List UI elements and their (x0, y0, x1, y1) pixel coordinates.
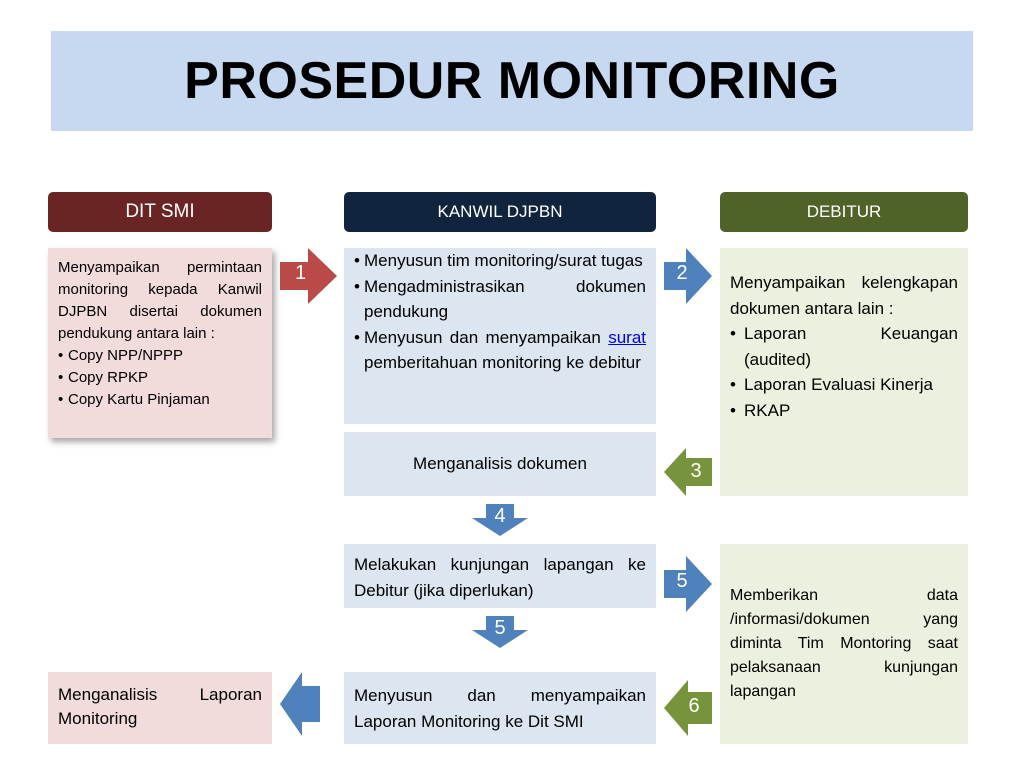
step-number: 5 (676, 570, 688, 592)
list-item: RKAP (730, 398, 958, 424)
step-number: 3 (690, 460, 702, 482)
page-title: PROSEDUR MONITORING (184, 52, 840, 110)
list-item: Menyusun tim monitoring/surat tugas (354, 248, 646, 274)
task-text: pemberitahuan monitoring ke debitur (364, 353, 641, 372)
step-2-arrow-icon: 2 (664, 248, 712, 304)
title-bar: PROSEDUR MONITORING (51, 31, 973, 131)
list-item: Copy RPKP (58, 367, 262, 389)
report-left-arrow-icon (280, 672, 320, 736)
surat-link[interactable]: surat (608, 327, 646, 347)
step-4-arrow-icon: 4 (472, 504, 528, 536)
list-item: Laporan Keuangan (audited) (730, 321, 958, 372)
step-1-arrow-icon: 1 (280, 248, 337, 304)
step-5-arrow-icon: 5 (664, 556, 712, 612)
list-item: Menyusun dan menyampaikan surat pemberit… (354, 325, 646, 376)
task-text: Menyusun dan menyampaikan (364, 327, 601, 347)
kanwil-analyze-text: Menganalisis dokumen (413, 454, 587, 473)
dit-smi-analyze-report-box: Menganalisis Laporan Monitoring (48, 672, 272, 744)
debitur-document-list: Laporan Keuangan (audited) Laporan Evalu… (730, 321, 958, 423)
list-item: Laporan Evaluasi Kinerja (730, 372, 958, 398)
list-item: Copy Kartu Pinjaman (58, 389, 262, 411)
kanwil-task-list: Menyusun tim monitoring/surat tugas Meng… (354, 248, 646, 376)
list-item: Copy NPP/NPPP (58, 345, 262, 367)
step-6-arrow-icon: 6 (664, 680, 712, 736)
kanwil-report-box: Menyusun dan menyampaikan Laporan Monito… (344, 672, 656, 744)
dit-smi-document-list: Copy NPP/NPPP Copy RPKP Copy Kartu Pinja… (58, 345, 262, 411)
header-dit-smi: DIT SMI (48, 192, 272, 232)
debitur-documents-intro: Menyampaikan kelengkapan dokumen antara … (730, 273, 958, 318)
dit-smi-request-box: Menyampaikan permintaan monitoring kepad… (48, 248, 272, 438)
step-number: 2 (676, 262, 688, 284)
kanwil-analyze-box: Menganalisis dokumen (344, 432, 656, 496)
step-number: 6 (688, 695, 700, 717)
list-item: Mengadministrasikan dokumen pendukung (354, 274, 646, 325)
header-debitur: DEBITUR (720, 192, 968, 232)
step-3-arrow-icon: 3 (664, 448, 712, 496)
step-number: 1 (294, 262, 307, 284)
step-number: 5 (494, 617, 506, 639)
header-kanwil: KANWIL DJPBN (344, 192, 656, 232)
kanwil-visit-box: Melakukan kunjungan lapangan ke Debitur … (344, 544, 656, 608)
debitur-documents-box: Menyampaikan kelengkapan dokumen antara … (720, 248, 968, 496)
step-5-down-arrow-icon: 5 (472, 616, 528, 648)
kanwil-tasks-box: Menyusun tim monitoring/surat tugas Meng… (344, 248, 656, 424)
step-number: 4 (494, 505, 506, 527)
dit-smi-request-intro: Menyampaikan permintaan monitoring kepad… (58, 259, 262, 342)
debitur-data-box: Memberikan data /informasi/dokumen yang … (720, 544, 968, 744)
